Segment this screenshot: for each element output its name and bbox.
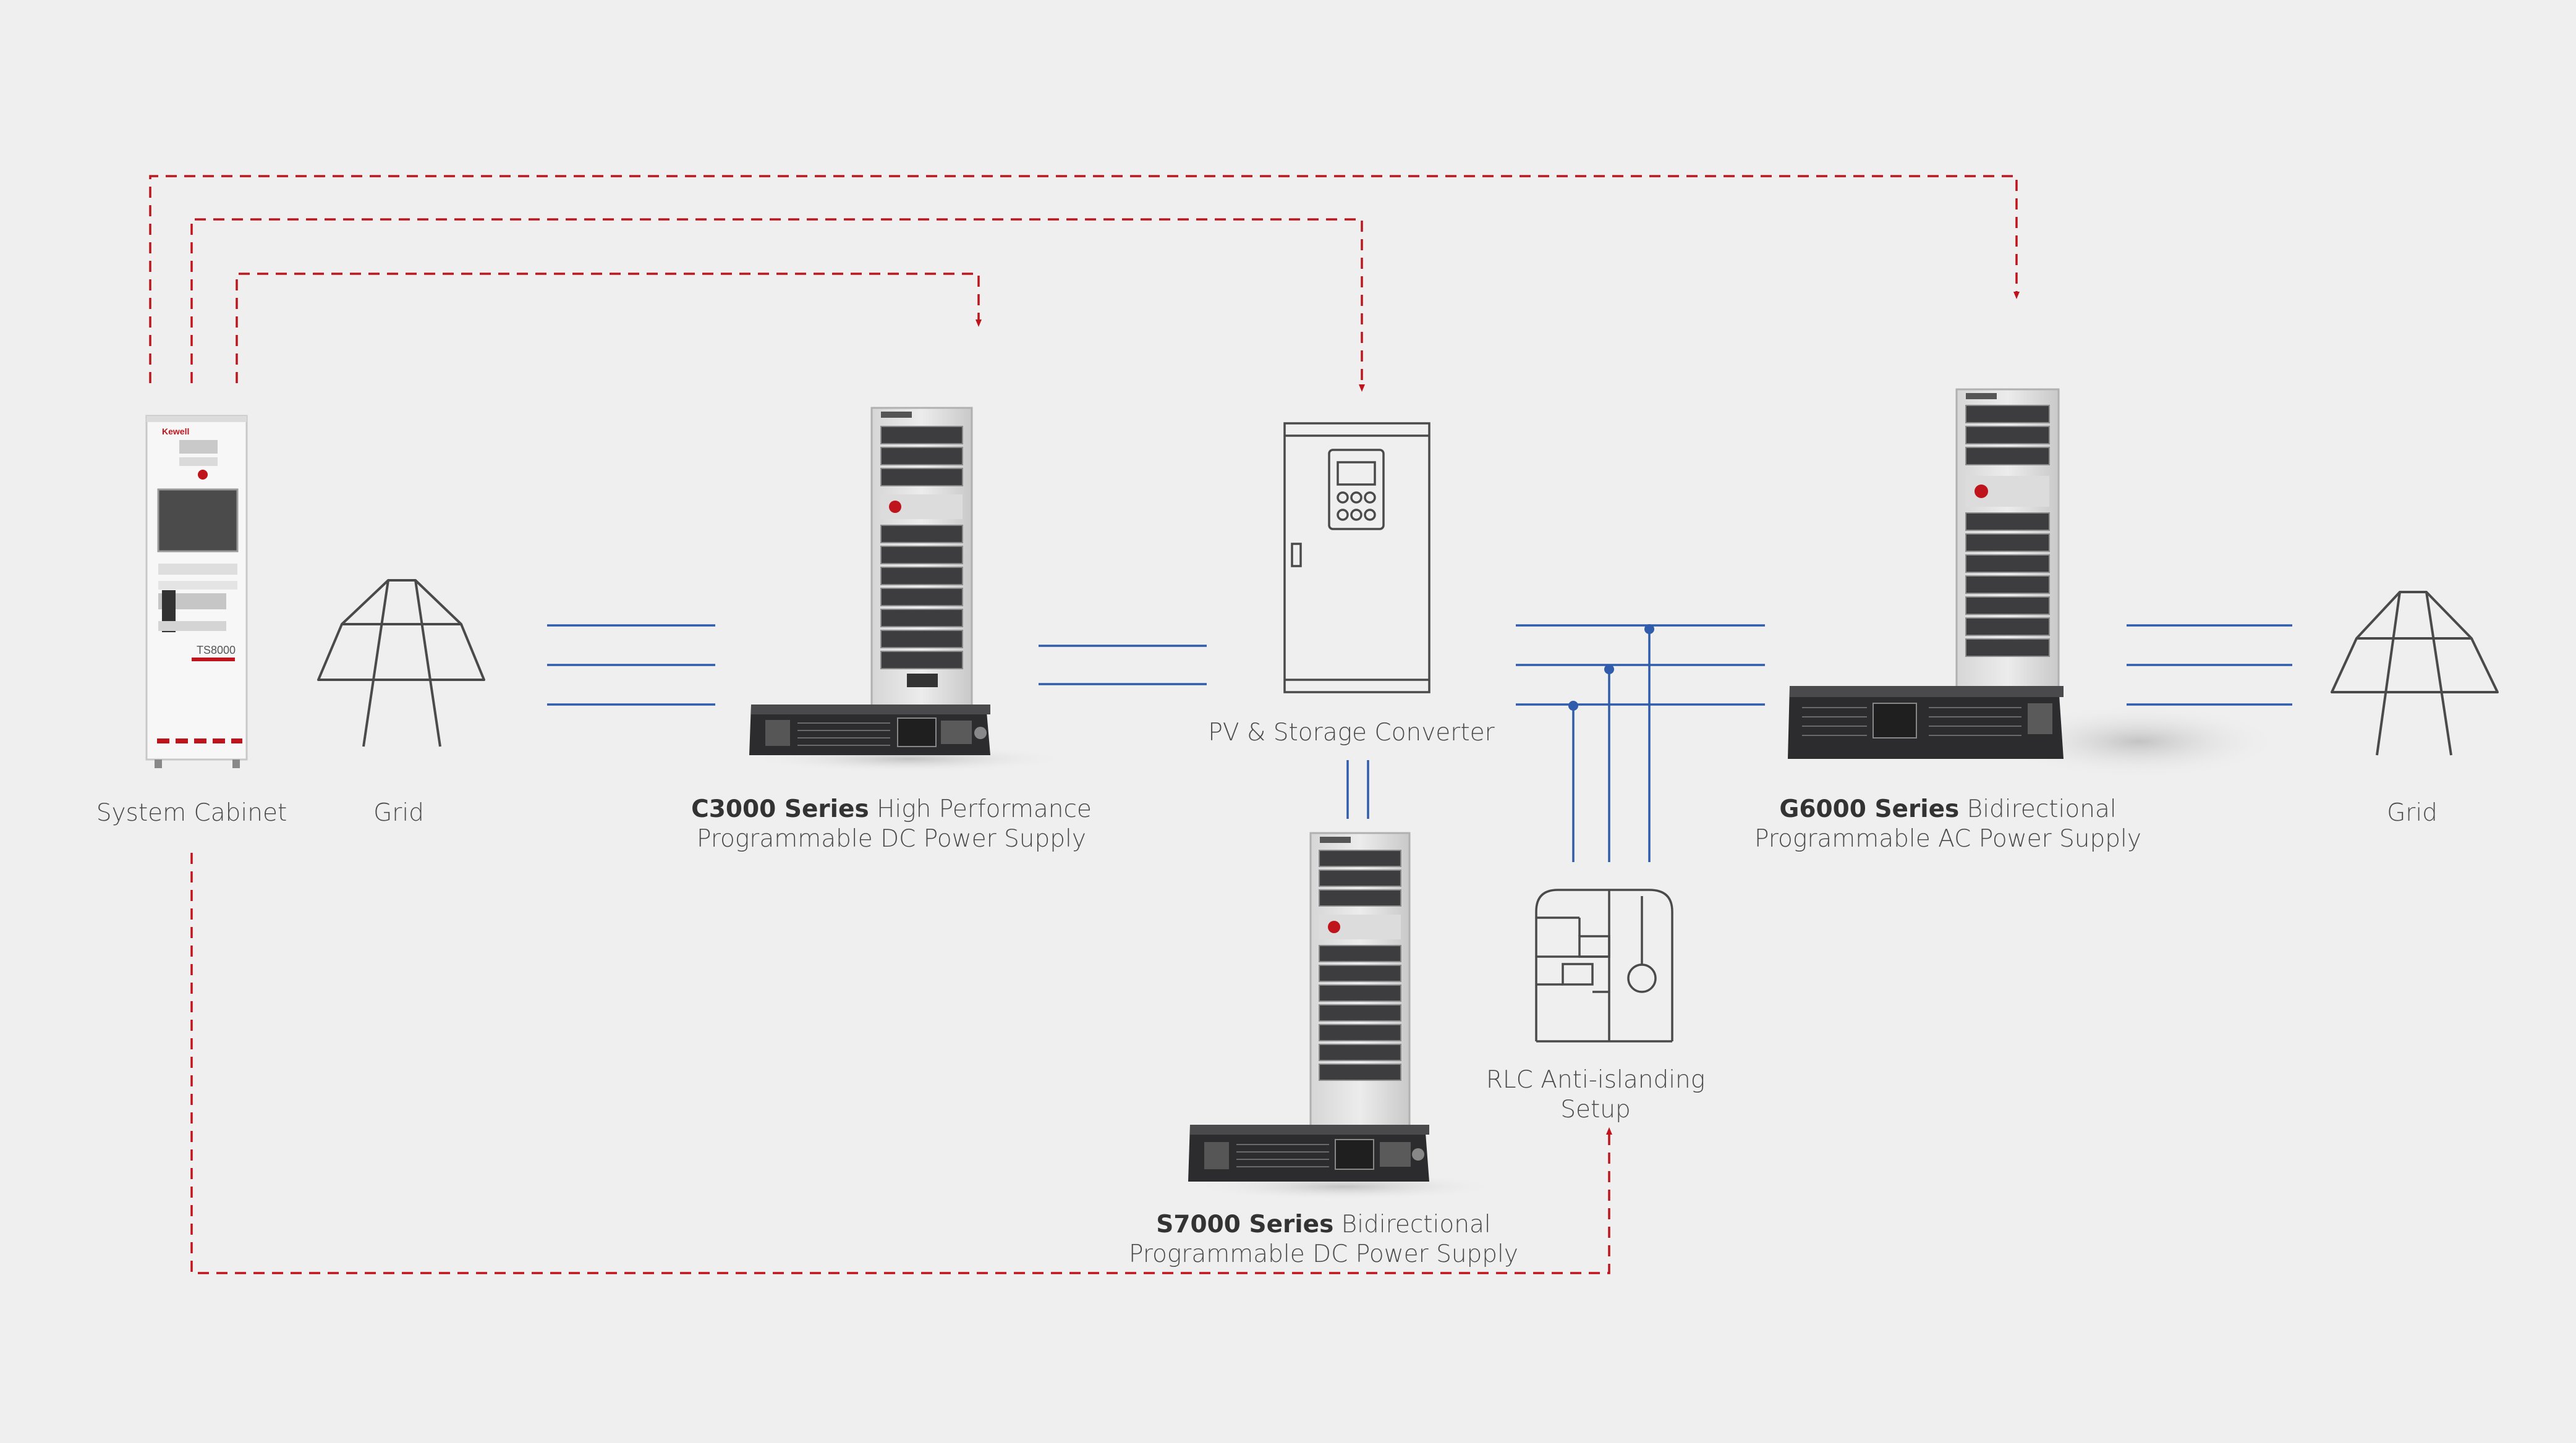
control-line-g6000 [149, 175, 2020, 383]
rlc-label-line2: Setup [1560, 1096, 1631, 1124]
pv-converter-label: PV & Storage Converter [1208, 719, 1495, 747]
junction-dots [1568, 624, 1654, 711]
g6000-title: G6000 Series Bidirectional [1754, 795, 2141, 824]
c3000-equipment [748, 407, 1069, 772]
label-pv-converter: PV & Storage Converter [1208, 718, 1494, 748]
s7000-title: S7000 Series Bidirectional [1129, 1210, 1518, 1240]
grid-label: Grid [373, 799, 424, 827]
label-c3000: C3000 Series High Performance Programmab… [691, 795, 1092, 854]
c3000-title: C3000 Series High Performance [691, 795, 1092, 824]
control-line-pv-converter [190, 218, 1365, 392]
s7000-equipment [1188, 832, 1499, 1200]
g6000-series-name: G6000 Series [1779, 795, 1960, 823]
junction-dot [1604, 664, 1614, 674]
s7000-series-name: S7000 Series [1156, 1211, 1334, 1238]
control-lines [149, 175, 2020, 1274]
c3000-series-name: C3000 Series [691, 795, 869, 823]
g6000-subtitle: Programmable AC Power Supply [1754, 825, 2141, 853]
g6000-descriptor: Bidirectional [1959, 795, 2117, 823]
converter-cabinet-icon [1283, 422, 1430, 693]
control-line-c3000 [236, 273, 982, 383]
junction-dot [1644, 624, 1654, 634]
power-lines [547, 624, 2292, 862]
label-grid-left: Grid [373, 798, 424, 828]
control-line-rlc [190, 853, 1612, 1274]
junction-dot [1568, 701, 1578, 711]
rlc-label-line1: RLC Anti-islanding [1486, 1066, 1706, 1094]
rlc-load-icon [1535, 889, 1673, 1043]
transmission-tower-icon [317, 579, 485, 747]
c3000-subtitle: Programmable DC Power Supply [697, 825, 1086, 853]
system-cabinet-label: System Cabinet [96, 799, 287, 827]
label-s7000: S7000 Series Bidirectional Programmable … [1129, 1210, 1518, 1269]
s7000-subtitle: Programmable DC Power Supply [1129, 1240, 1518, 1268]
label-grid-right: Grid [2387, 798, 2438, 828]
label-system-cabinet: System Cabinet [96, 798, 287, 828]
s7000-descriptor: Bidirectional [1333, 1211, 1491, 1238]
c3000-descriptor: High Performance [869, 795, 1092, 823]
cabinet-model: TS8000 [197, 644, 236, 656]
label-g6000: G6000 Series Bidirectional Programmable … [1754, 795, 2141, 854]
label-rlc: RLC Anti-islanding Setup [1486, 1065, 1705, 1125]
transmission-tower-icon [2331, 591, 2499, 756]
grid-label: Grid [2387, 799, 2438, 827]
cabinet-brand: Kewell [162, 426, 189, 436]
system-cabinet: Kewell TS8000 [145, 415, 248, 768]
g6000-equipment [1788, 388, 2281, 779]
